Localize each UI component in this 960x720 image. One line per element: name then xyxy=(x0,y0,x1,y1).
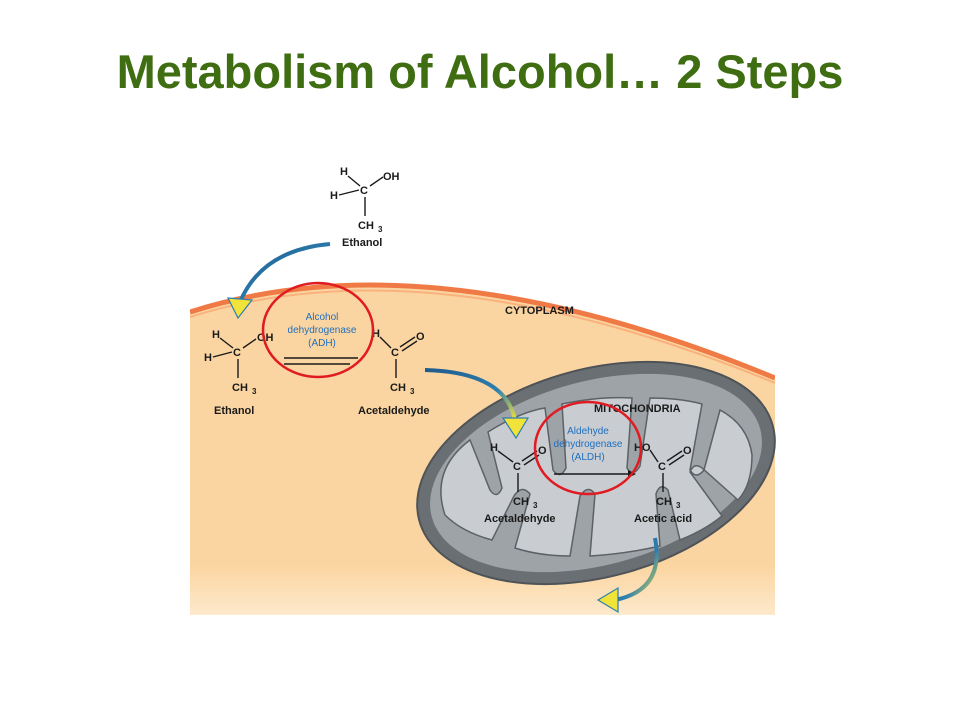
acetaldehyde-structure-cytoplasm: H C O CH 3 Acetaldehyde xyxy=(358,328,430,417)
svg-text:C: C xyxy=(513,461,521,473)
svg-text:CH: CH xyxy=(232,382,248,394)
svg-text:C: C xyxy=(658,461,666,473)
acetic-acid-exit-arrow xyxy=(614,537,659,602)
svg-text:H: H xyxy=(330,190,338,202)
svg-text:(ADH): (ADH) xyxy=(308,338,336,349)
inner-membrane-cristae xyxy=(440,396,753,557)
svg-text:dehydrogenase: dehydrogenase xyxy=(288,325,357,336)
acetic-acid-structure: HO C O CH 3 Acetic acid xyxy=(634,442,692,525)
svg-text:CH: CH xyxy=(390,382,406,394)
adh-reaction-arrow xyxy=(284,357,358,365)
svg-text:3: 3 xyxy=(533,501,538,510)
svg-text:H: H xyxy=(372,328,380,340)
svg-text:OH: OH xyxy=(257,332,274,344)
ethanol-label-top: Ethanol xyxy=(342,237,382,249)
svg-text:3: 3 xyxy=(410,387,415,396)
ethanol-structure-cytoplasm: H H C OH CH 3 Ethanol xyxy=(204,329,274,417)
svg-text:CH: CH xyxy=(656,496,672,508)
svg-text:C: C xyxy=(360,185,368,197)
svg-text:H: H xyxy=(340,166,348,178)
aldh-enzyme-label: Aldehyde dehydrogenase (ALDH) xyxy=(554,426,623,463)
cell-membrane xyxy=(190,282,775,381)
svg-text:C: C xyxy=(233,347,241,359)
adh-enzyme-label: Alcohol dehydrogenase (ADH) xyxy=(288,312,357,349)
svg-text:O: O xyxy=(538,445,547,457)
acetaldehyde-label-mitochondria: Acetaldehyde xyxy=(484,513,556,525)
acetic-acid-label: Acetic acid xyxy=(634,513,692,525)
svg-text:CH: CH xyxy=(358,220,374,232)
svg-text:O: O xyxy=(683,445,692,457)
acetaldehyde-structure-mitochondria: H C O CH 3 Acetaldehyde xyxy=(484,442,556,525)
svg-text:O: O xyxy=(416,331,425,343)
flow-arrows xyxy=(226,242,659,614)
svg-text:Alcohol: Alcohol xyxy=(306,312,339,323)
svg-text:H: H xyxy=(490,442,498,454)
cytoplasm-label: CYTOPLASM xyxy=(505,305,574,317)
svg-text:C: C xyxy=(391,347,399,359)
ethanol-structure-top: H H C OH CH 3 Ethanol xyxy=(330,166,400,249)
acetaldehyde-transport-arrow xyxy=(424,368,517,421)
aldh-highlight-circle xyxy=(533,400,643,496)
slide-title: Metabolism of Alcohol… 2 Steps xyxy=(116,45,844,98)
svg-text:CH: CH xyxy=(513,496,529,508)
svg-text:(ALDH): (ALDH) xyxy=(571,452,604,463)
adh-highlight-circle xyxy=(261,281,375,379)
svg-text:3: 3 xyxy=(676,501,681,510)
svg-text:Aldehyde: Aldehyde xyxy=(567,426,609,437)
svg-text:3: 3 xyxy=(378,225,383,234)
mitochondria-label: MITOCHONDRIA xyxy=(594,403,681,415)
svg-text:OH: OH xyxy=(383,171,400,183)
ethanol-label: Ethanol xyxy=(214,405,254,417)
svg-text:dehydrogenase: dehydrogenase xyxy=(554,439,623,450)
svg-text:H: H xyxy=(204,352,212,364)
ethanol-entry-arrow xyxy=(238,242,331,303)
svg-text:3: 3 xyxy=(252,387,257,396)
svg-text:HO: HO xyxy=(634,442,651,454)
svg-text:H: H xyxy=(212,329,220,341)
acetaldehyde-label-cytoplasm: Acetaldehyde xyxy=(358,405,430,417)
